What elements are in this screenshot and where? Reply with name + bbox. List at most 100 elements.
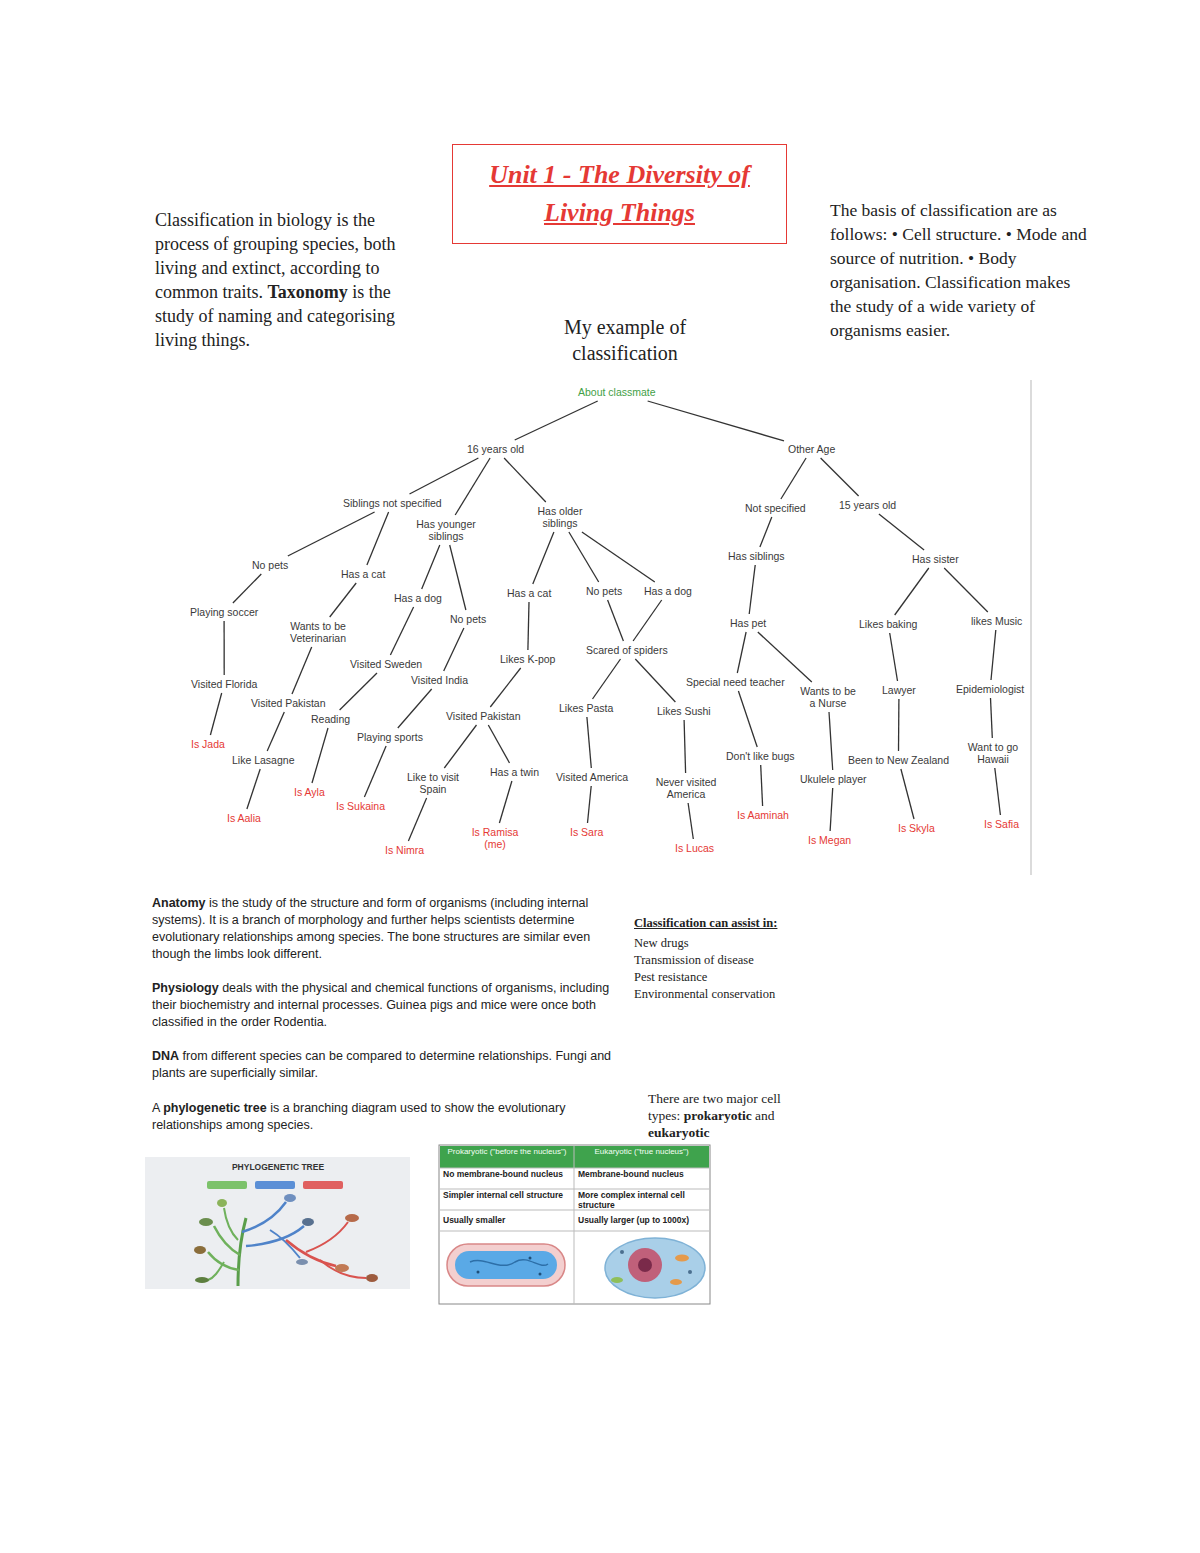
text-block: Membrane-bound nucleus: [578, 1169, 706, 1179]
leaf-label: Is Megan: [806, 833, 853, 847]
key-term: Anatomy: [152, 896, 205, 910]
tree-node: Playing soccer: [188, 605, 260, 619]
divider-line: [1031, 380, 1032, 875]
node-text: Reading: [311, 713, 350, 725]
tree-connector: [582, 532, 655, 582]
tree-node: Has younger siblings: [412, 517, 480, 543]
phylogenetic-tree-image-part: [366, 1274, 378, 1282]
tree-connector: [830, 788, 833, 831]
text-block: DNA from different species can be compar…: [152, 1048, 627, 1082]
tree-node: Has a dog: [642, 584, 694, 598]
node-text: Has siblings: [728, 550, 785, 562]
node-text: Special need teacher: [686, 676, 785, 688]
text-block: Environmental conservation: [634, 986, 834, 1002]
tree-connector: [488, 725, 509, 763]
body-text: PHYLOGENETIC TREE: [232, 1162, 324, 1172]
divider-line-part: [1030, 380, 1032, 875]
cell-types-table-part: [440, 1168, 709, 1169]
body-text: Usually larger (up to 1000x): [578, 1215, 689, 1225]
tree-connector: [504, 458, 546, 502]
eukaryote-illustration-part: [675, 1255, 689, 1262]
tree-connector: [781, 458, 806, 499]
node-text: Has pet: [730, 617, 766, 629]
tree-connector: [684, 720, 686, 773]
node-text: Epidemiologist: [956, 683, 1024, 695]
node-text: Has a cat: [341, 568, 385, 580]
node-text: Playing soccer: [190, 606, 258, 618]
key-term: eukaryotic: [648, 1125, 710, 1140]
tree-node: Has a twin: [488, 765, 541, 779]
eukaryote-illustration: [605, 1238, 705, 1298]
tree-node: Visited America: [554, 770, 630, 784]
prokaryote-illustration-part: [529, 1257, 532, 1260]
text-block: Anatomy is the study of the structure an…: [152, 895, 627, 963]
node-text: No pets: [450, 613, 486, 625]
prokaryote-illustration-part: [447, 1244, 565, 1286]
eukaryote-illustration-part: [628, 1248, 662, 1282]
body-text: No membrane-bound nucleus: [443, 1169, 563, 1179]
body-text: New drugs: [634, 936, 689, 950]
body-text: deals with the physical and chemical fun…: [152, 981, 609, 1029]
tree-node: Has a cat: [339, 567, 387, 581]
text-block: Physiology deals with the physical and c…: [152, 980, 627, 1031]
tree-node: likes Music: [969, 614, 1024, 628]
leaf-label: Is Sukaina: [334, 799, 387, 813]
text-block: The basis of classification are as follo…: [830, 198, 1092, 342]
tree-node: Reading: [309, 712, 352, 726]
node-text: Is Skyla: [898, 822, 935, 834]
tree-connector: [608, 600, 624, 641]
tree-connector: [749, 565, 755, 614]
phylogenetic-tree-image-part: [217, 1199, 227, 1207]
node-text: Likes Sushi: [657, 705, 711, 717]
cell-types-table-part: [440, 1231, 709, 1232]
tree-connector: [364, 746, 386, 797]
body-text: is the study of the structure and form o…: [152, 896, 590, 961]
tree-node: Wants to be a Nurse: [796, 684, 860, 710]
tree-connector: [587, 717, 591, 768]
phylogenetic-tree-image-part: [199, 1218, 213, 1226]
tree-connector: [738, 691, 757, 747]
key-term: Classification can assist in:: [634, 916, 777, 930]
node-text: Has a twin: [490, 766, 539, 778]
phylogenetic-tree-image-part: [270, 1230, 300, 1258]
text-block: Usually smaller: [443, 1215, 571, 1225]
tree-node: Lawyer: [880, 683, 918, 697]
tree-connector: [991, 698, 993, 738]
tree-node: Likes Pasta: [557, 701, 615, 715]
tree-connector: [288, 512, 375, 556]
phylogenetic-tree-image-part: [145, 1157, 410, 1289]
phylogenetic-tree-image-part: [214, 1226, 240, 1255]
phylogenetic-tree-image-part: [335, 1264, 349, 1272]
body-text: Environmental conservation: [634, 987, 775, 1001]
tree-connector: [528, 602, 529, 650]
leaf-label: Is Nimra: [383, 843, 426, 857]
tree-node: Epidemiologist: [954, 682, 1026, 696]
phylogenetic-tree-image: [145, 1157, 410, 1289]
node-text: Has a dog: [644, 585, 692, 597]
tree-connector: [995, 768, 1001, 815]
text-block: Transmission of disease: [634, 952, 834, 968]
tree-connector: [633, 600, 662, 641]
leaf-label: Is Lucas: [673, 841, 716, 855]
node-text: Wants to be a Nurse: [800, 685, 856, 709]
phylogenetic-tree-image-part: [246, 1226, 304, 1246]
node-text: Is Aalia: [227, 812, 261, 824]
node-text: Visited Sweden: [350, 658, 422, 670]
text-block: No membrane-bound nucleus: [443, 1169, 571, 1179]
tree-node: Wants to be Veterinarian: [284, 619, 352, 645]
body-text: and: [755, 1108, 775, 1123]
phylogenetic-tree-image-part: [284, 1194, 296, 1202]
text-block: There are two major cell types: prokaryo…: [648, 1090, 798, 1141]
tree-node: Like Lasagne: [230, 753, 296, 767]
tree-connector: [390, 607, 413, 655]
prokaryote-illustration-part: [477, 1271, 480, 1274]
prokaryote-illustration-part: [539, 1273, 542, 1276]
tree-connector: [991, 630, 996, 680]
phylogenetic-tree-image-part: [208, 1262, 224, 1280]
node-text: Visited Pakistan: [446, 710, 521, 722]
tree-connector: [737, 632, 746, 673]
node-text: Is Sara: [570, 826, 603, 838]
prokaryote-illustration: [447, 1244, 565, 1286]
node-text: Is Ramisa (me): [472, 826, 519, 850]
cell-types-table-part: [574, 1146, 575, 1304]
